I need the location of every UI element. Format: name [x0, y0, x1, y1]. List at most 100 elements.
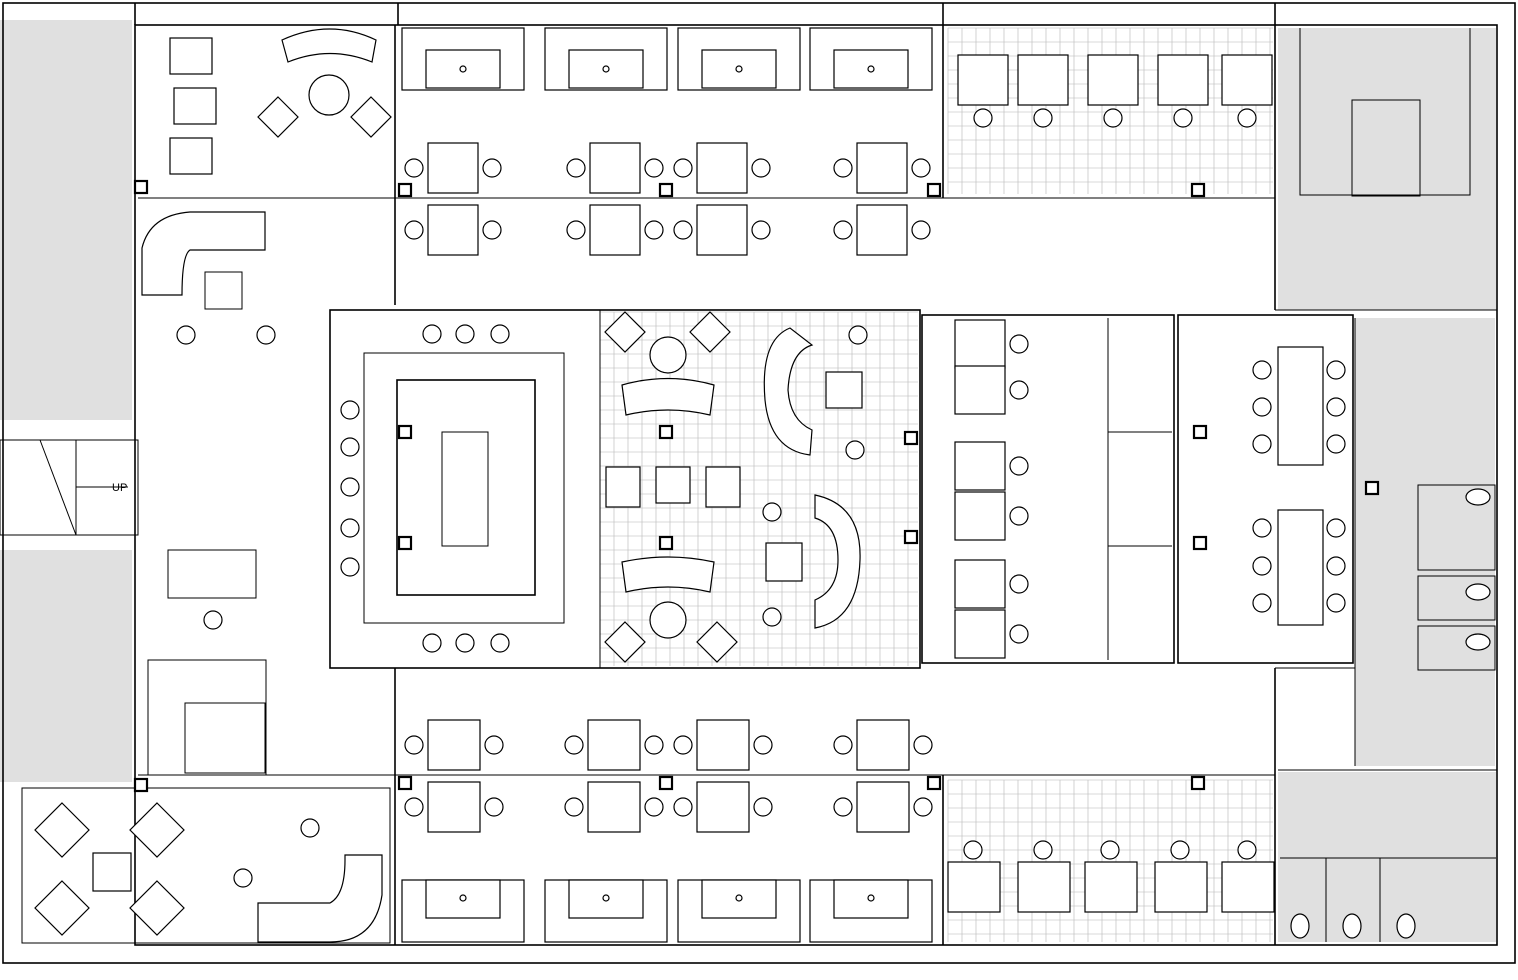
round-table: [649, 336, 687, 374]
column: [903, 529, 919, 545]
table: [696, 204, 748, 256]
chair: [762, 607, 782, 627]
booth-lamp: [459, 894, 467, 902]
table: [1221, 54, 1273, 106]
round-table: [308, 74, 350, 116]
side-table: [604, 621, 646, 663]
chair: [833, 797, 853, 817]
table: [1157, 54, 1209, 106]
table: [696, 719, 750, 771]
column: [658, 535, 674, 551]
chair: [404, 797, 424, 817]
toilet: [1290, 913, 1310, 939]
chair: [833, 158, 853, 178]
table: [589, 204, 641, 256]
booth-lamp: [602, 65, 610, 73]
side-table: [604, 311, 646, 353]
table: [856, 204, 908, 256]
side-table: [129, 880, 185, 936]
side-table: [689, 311, 731, 353]
chair: [482, 220, 502, 240]
table: [1017, 861, 1071, 913]
lounge-sofas: [141, 28, 861, 943]
toilet: [1465, 488, 1491, 506]
table: [1087, 54, 1139, 106]
sofa: [621, 377, 715, 416]
column: [133, 777, 149, 793]
column: [133, 179, 149, 195]
chair: [673, 158, 693, 178]
booth-lamp: [735, 894, 743, 902]
chair: [564, 735, 584, 755]
curved-sofa: [814, 494, 861, 629]
chair: [673, 735, 693, 755]
column: [658, 182, 674, 198]
stair: [0, 439, 139, 536]
side-table: [257, 96, 299, 138]
table: [957, 54, 1009, 106]
table: [696, 142, 748, 194]
booth-lamp: [867, 65, 875, 73]
chair: [644, 220, 664, 240]
chair: [490, 633, 510, 653]
chair: [673, 797, 693, 817]
chair: [1009, 574, 1029, 594]
chair: [340, 400, 360, 420]
stair-up-label: UP: [112, 482, 127, 494]
chair: [1009, 334, 1029, 354]
chair: [1100, 840, 1120, 860]
chair: [455, 633, 475, 653]
round-table: [649, 601, 687, 639]
chair: [1252, 556, 1272, 576]
chair: [1103, 108, 1123, 128]
chair: [404, 158, 424, 178]
chair: [1326, 556, 1346, 576]
chair: [484, 797, 504, 817]
table: [427, 204, 479, 256]
toilet: [1465, 583, 1491, 601]
chair: [340, 477, 360, 497]
sofa: [281, 28, 377, 63]
chair: [913, 735, 933, 755]
sectional-sofa: [141, 211, 266, 296]
chair: [422, 324, 442, 344]
chair: [1173, 108, 1193, 128]
chair: [340, 557, 360, 577]
side-table: [350, 96, 392, 138]
chair: [482, 158, 502, 178]
table: [954, 491, 1006, 541]
chair: [490, 324, 510, 344]
chair: [848, 325, 868, 345]
chair: [566, 158, 586, 178]
chair: [1252, 397, 1272, 417]
table: [705, 466, 741, 508]
table: [954, 441, 1006, 491]
table: [1277, 509, 1324, 626]
chair: [644, 158, 664, 178]
chair: [1326, 434, 1346, 454]
table: [1084, 861, 1138, 913]
table: [587, 781, 641, 833]
column: [926, 775, 942, 791]
chair: [1326, 518, 1346, 538]
chair: [404, 220, 424, 240]
sectional-sofa: [257, 854, 383, 943]
chair: [833, 220, 853, 240]
table: [856, 781, 910, 833]
chair: [1237, 108, 1257, 128]
toilet: [1396, 913, 1416, 939]
chair: [963, 840, 983, 860]
booth-lamp: [735, 65, 743, 73]
table: [169, 137, 213, 175]
column: [397, 535, 413, 551]
table: [947, 861, 1001, 913]
chair: [911, 158, 931, 178]
chair: [833, 735, 853, 755]
chair: [1009, 456, 1029, 476]
table: [1221, 861, 1275, 913]
chair: [1326, 397, 1346, 417]
chair: [911, 220, 931, 240]
chair: [340, 518, 360, 538]
column: [397, 775, 413, 791]
